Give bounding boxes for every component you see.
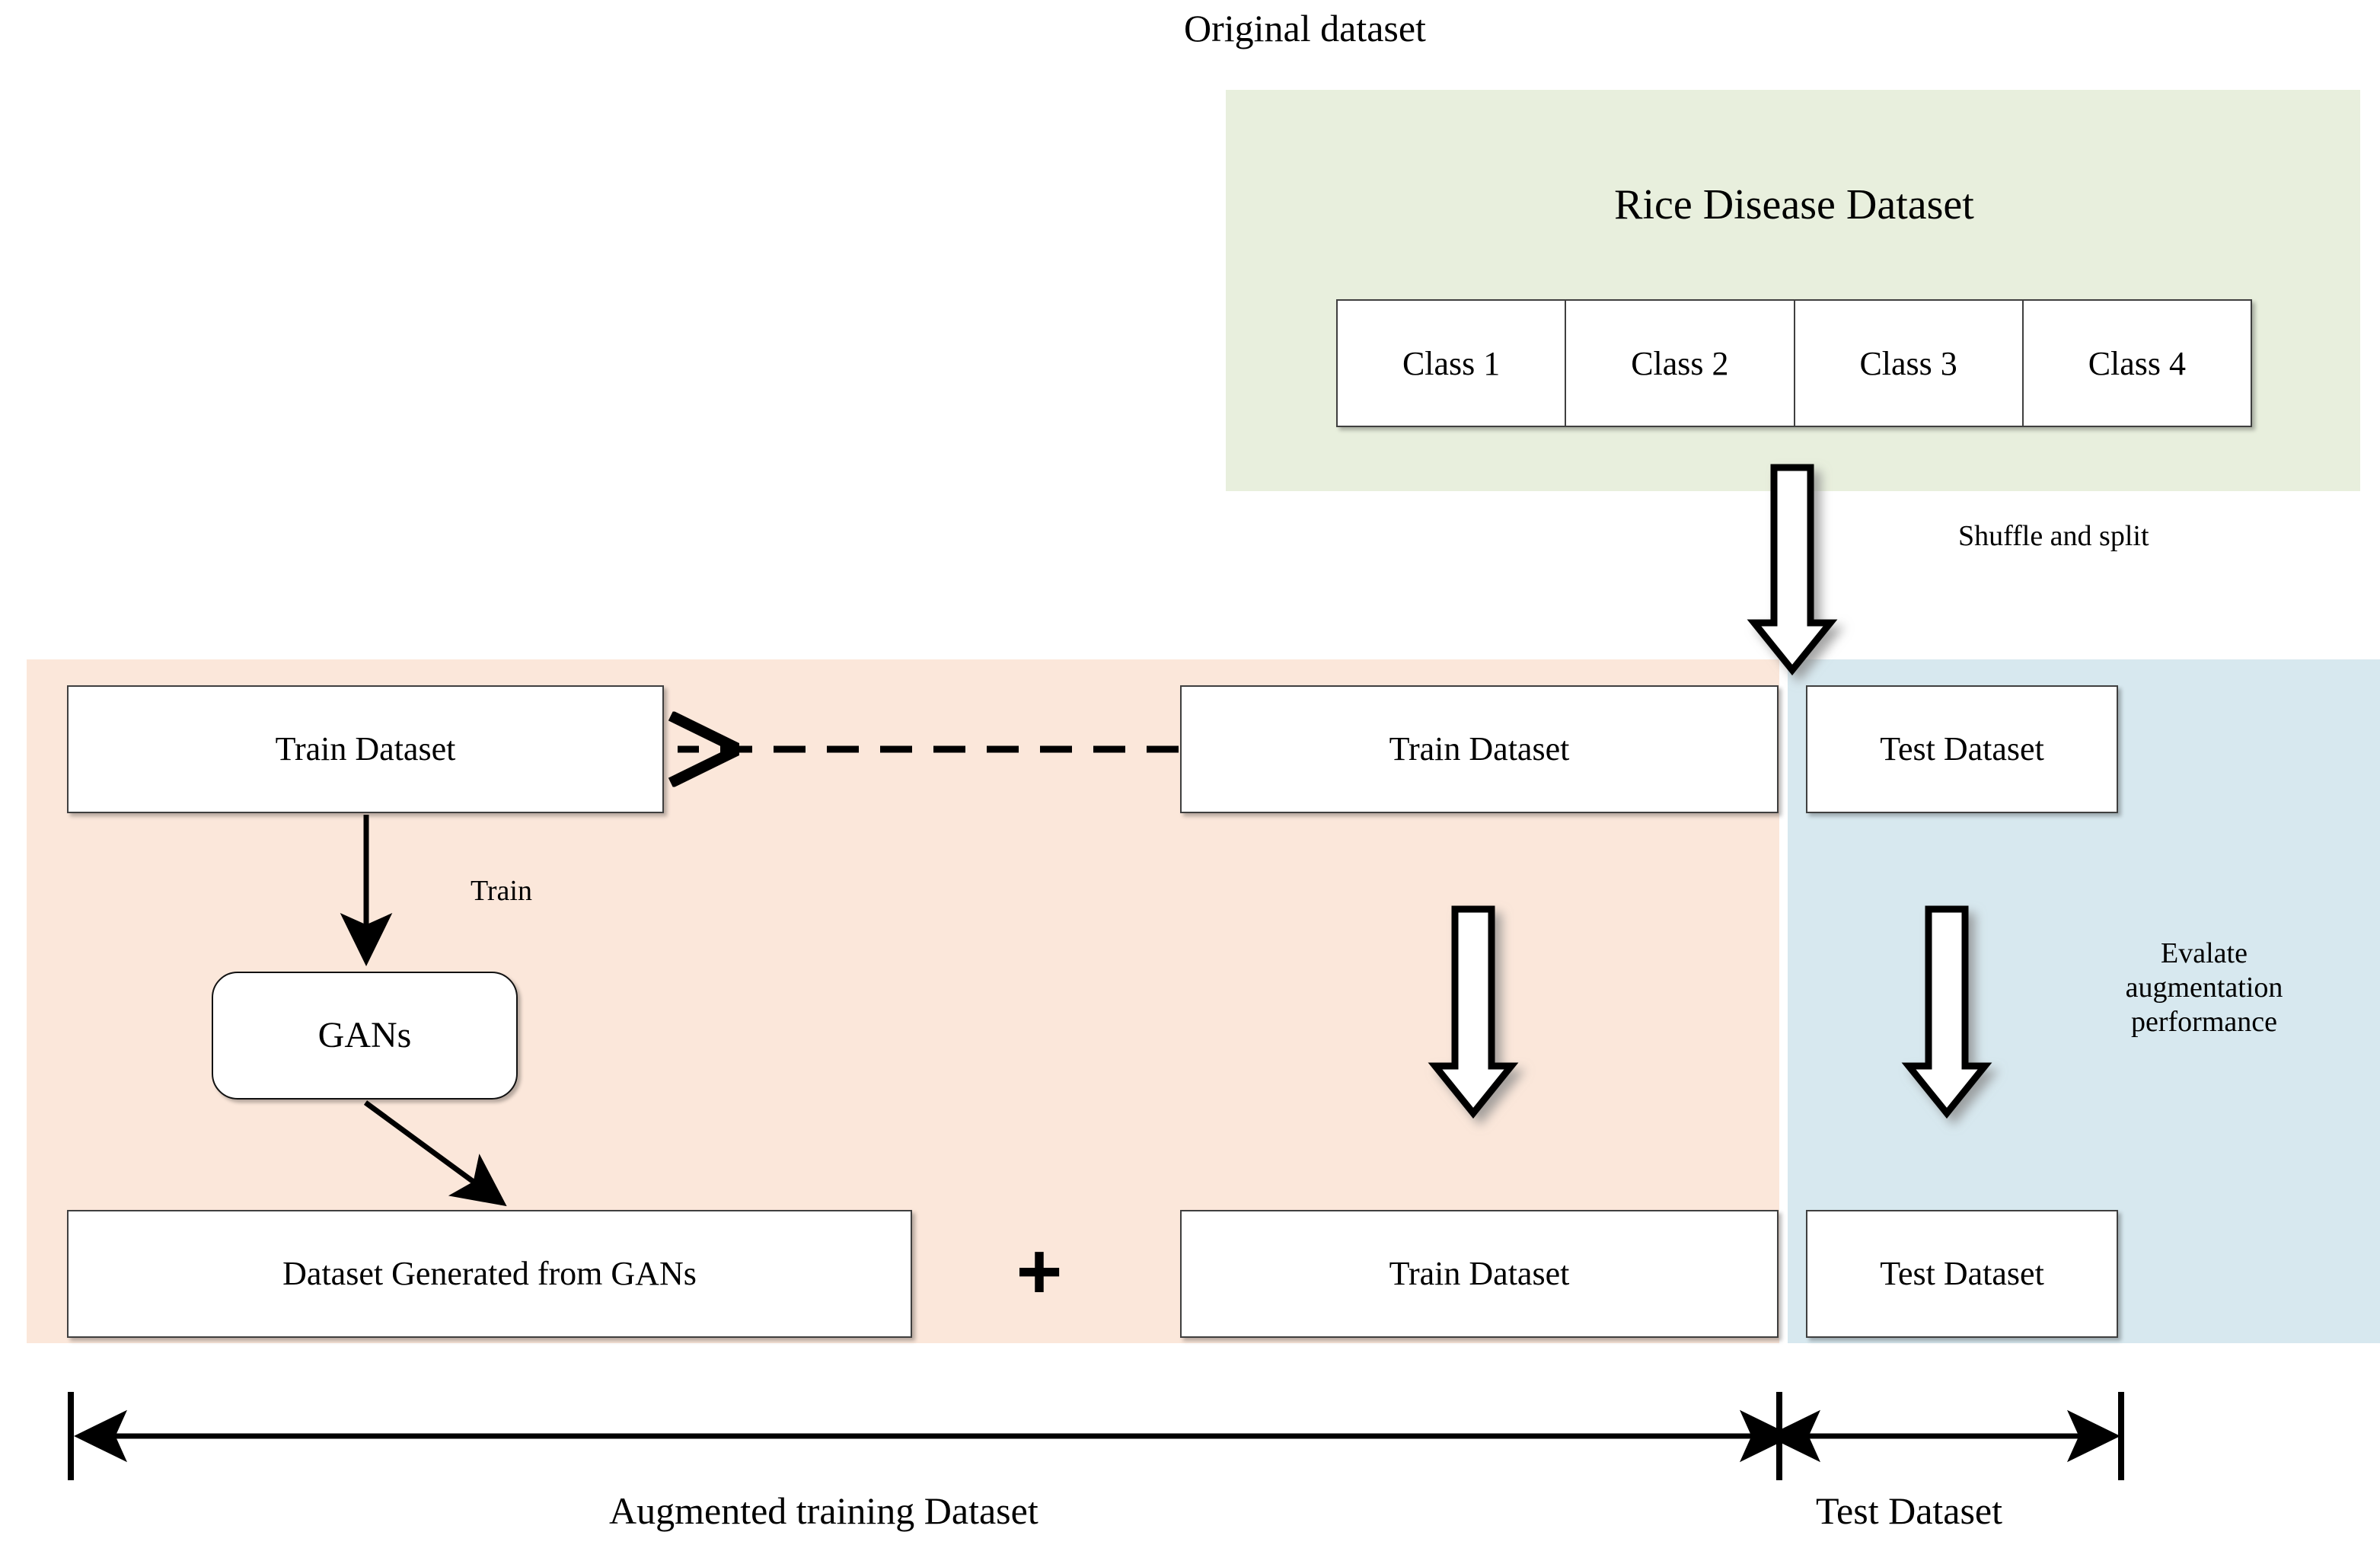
rice-disease-dataset-heading: Rice Disease Dataset [1614,181,1974,229]
node-train-dataset-bottom: Train Dataset [1180,1210,1779,1338]
node-train-dataset-left: Train Dataset [67,685,664,813]
span-test-dataset [1740,1392,2124,1480]
node-test-dataset-top: Test Dataset [1806,685,2118,813]
class-cell-2: Class 2 [1566,301,1795,426]
class-strip: Class 1 Class 2 Class 3 Class 4 [1336,299,2252,427]
class-cell-4: Class 4 [2088,344,2187,382]
node-dataset-generated-from-gans: Dataset Generated from GANs [67,1210,912,1338]
span-augmented-training-dataset [68,1392,1820,1480]
plus-icon: + [1016,1227,1063,1316]
span-label-augmented-training-dataset: Augmented training Dataset [609,1489,1038,1532]
edge-label-evaluate-augmentation-performance: Evalate augmentation performance [2125,937,2283,1038]
original-dataset-caption: Original dataset [1184,7,1426,49]
class-cell-1: Class 1 [1338,301,1567,426]
block-arrow-shuffle-split [1747,464,1838,676]
region-original-dataset [1226,90,2360,491]
node-gans: GANs [212,972,518,1100]
span-label-test-dataset: Test Dataset [1816,1489,2003,1532]
edge-label-shuffle-and-split: Shuffle and split [1958,520,2149,552]
node-test-dataset-bottom: Test Dataset [1806,1210,2118,1338]
class-cell-3: Class 3 [1795,301,2024,426]
node-train-dataset-middle: Train Dataset [1180,685,1779,813]
edge-label-train: Train [471,875,532,907]
